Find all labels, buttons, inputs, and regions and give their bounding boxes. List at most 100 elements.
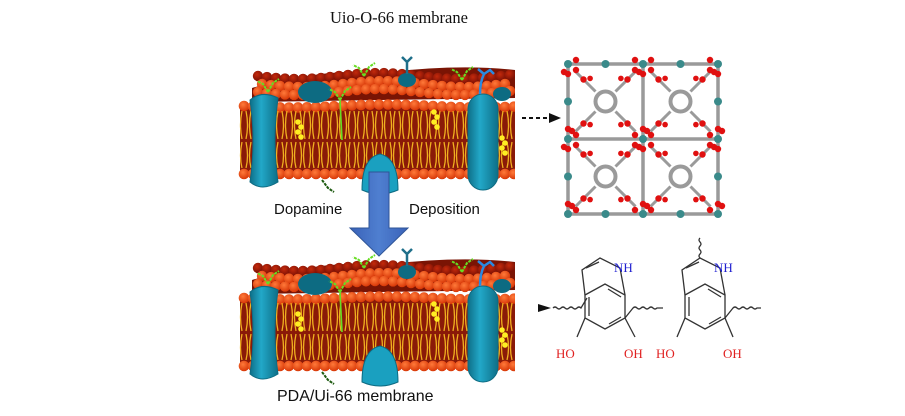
lipid-head bbox=[427, 168, 439, 180]
cholesterol bbox=[431, 311, 437, 317]
lipid-head bbox=[337, 168, 349, 180]
lipid-tail bbox=[239, 302, 249, 332]
surface-protein bbox=[493, 279, 511, 293]
lipid-head bbox=[445, 293, 457, 305]
lipid-tail bbox=[392, 141, 402, 169]
lipid-tail bbox=[347, 141, 357, 169]
lipid-head bbox=[499, 293, 511, 305]
zirconium-atom bbox=[601, 60, 610, 68]
deposition-label: Deposition bbox=[409, 201, 480, 218]
lipid-tail bbox=[239, 333, 249, 361]
lipid-head bbox=[238, 168, 250, 180]
dopamine-label: Dopamine bbox=[274, 201, 343, 218]
oxygen-atom bbox=[618, 150, 624, 157]
pointer-arrowhead-icon bbox=[538, 304, 551, 312]
oxygen-atom bbox=[655, 120, 662, 127]
dashed-arrow-icon bbox=[522, 113, 561, 123]
lipid-head bbox=[427, 79, 439, 91]
lipid-head bbox=[387, 68, 399, 79]
lipid-head bbox=[441, 281, 453, 292]
cholesterol bbox=[295, 311, 301, 317]
lipid-head bbox=[238, 360, 250, 372]
lipid-head bbox=[288, 89, 300, 101]
top-membrane-caption: Uio-O-66 membrane bbox=[330, 8, 468, 27]
lipid-head bbox=[391, 99, 403, 110]
cholesterol bbox=[295, 321, 301, 327]
lipid-head bbox=[436, 293, 448, 304]
lipid-head bbox=[409, 99, 421, 111]
peripheral-protein bbox=[361, 345, 399, 387]
lipid-head bbox=[265, 79, 277, 91]
uio66-crystal-structure bbox=[560, 56, 726, 218]
lipid-head bbox=[499, 360, 511, 372]
lipid-head bbox=[301, 293, 313, 305]
cholesterol bbox=[499, 327, 505, 333]
zirconium-atom bbox=[564, 172, 572, 181]
lipid-head bbox=[301, 360, 313, 372]
lipid-head bbox=[400, 99, 412, 111]
lipid-head bbox=[454, 360, 466, 372]
lipid-head bbox=[283, 81, 295, 92]
cholesterol bbox=[298, 316, 304, 322]
lipid-tail bbox=[275, 141, 285, 169]
lipid-tail bbox=[320, 110, 330, 140]
lipid-head bbox=[418, 270, 430, 282]
lipid-tail bbox=[356, 110, 366, 140]
lipid-head bbox=[355, 76, 367, 88]
oxygen-atom bbox=[662, 196, 668, 203]
ho-label-2: HO bbox=[656, 346, 675, 361]
lipid-tail bbox=[284, 141, 294, 169]
oxygen-atom bbox=[631, 141, 639, 149]
glycolipid-chain bbox=[352, 62, 376, 77]
lipid-head bbox=[310, 168, 322, 180]
lipid-head bbox=[310, 101, 322, 113]
lipid-head bbox=[468, 73, 480, 84]
oxygen-atom bbox=[587, 75, 593, 82]
lipid-head bbox=[288, 265, 300, 277]
lipid-head bbox=[418, 360, 430, 372]
oxygen-atom bbox=[639, 145, 647, 153]
lipid-tail bbox=[329, 333, 339, 361]
receptor-antenna bbox=[401, 248, 413, 266]
lipid-head bbox=[364, 268, 376, 279]
oxygen-atom bbox=[662, 121, 668, 128]
lipid-tail bbox=[374, 110, 384, 140]
oxygen-atom bbox=[580, 120, 587, 127]
lipid-head bbox=[328, 292, 340, 304]
lipid-head bbox=[301, 101, 313, 113]
lipid-tail bbox=[284, 302, 294, 332]
oxygen-atom bbox=[699, 120, 706, 127]
lipid-head bbox=[441, 265, 453, 276]
lipid-head bbox=[369, 259, 381, 271]
oxygen-atom bbox=[662, 75, 668, 82]
lipid-head bbox=[418, 78, 430, 90]
glycolipid-chain bbox=[352, 254, 376, 269]
oxygen-atom bbox=[639, 125, 647, 133]
lipid-head bbox=[328, 100, 340, 112]
oxygen-atom bbox=[706, 206, 714, 214]
oxygen-atom bbox=[624, 76, 631, 83]
oxygen-atom bbox=[587, 150, 593, 157]
zirconium-atom bbox=[639, 135, 647, 143]
lipid-head bbox=[310, 293, 322, 305]
lipid-head bbox=[445, 168, 457, 180]
oxygen-atom bbox=[564, 70, 572, 78]
lipid-tail bbox=[347, 333, 357, 361]
lipid-head bbox=[409, 291, 421, 303]
lipid-head bbox=[504, 69, 516, 81]
glycolipid-chain bbox=[450, 66, 474, 81]
polydopamine-structure-2 bbox=[676, 237, 761, 338]
lipid-head bbox=[396, 84, 408, 96]
lipid-tail bbox=[383, 302, 393, 332]
lipid-head bbox=[459, 265, 471, 277]
lipid-tail bbox=[446, 333, 456, 361]
lipid-head bbox=[450, 89, 462, 101]
lipid-head bbox=[463, 81, 475, 93]
lipid-head bbox=[360, 84, 372, 95]
lipid-head bbox=[319, 293, 331, 304]
glycolipid-chain bbox=[328, 278, 352, 293]
lipid-tail bbox=[419, 333, 429, 361]
lipid-head bbox=[346, 360, 358, 372]
transmembrane-protein bbox=[467, 285, 499, 383]
lipid-head bbox=[445, 81, 457, 92]
